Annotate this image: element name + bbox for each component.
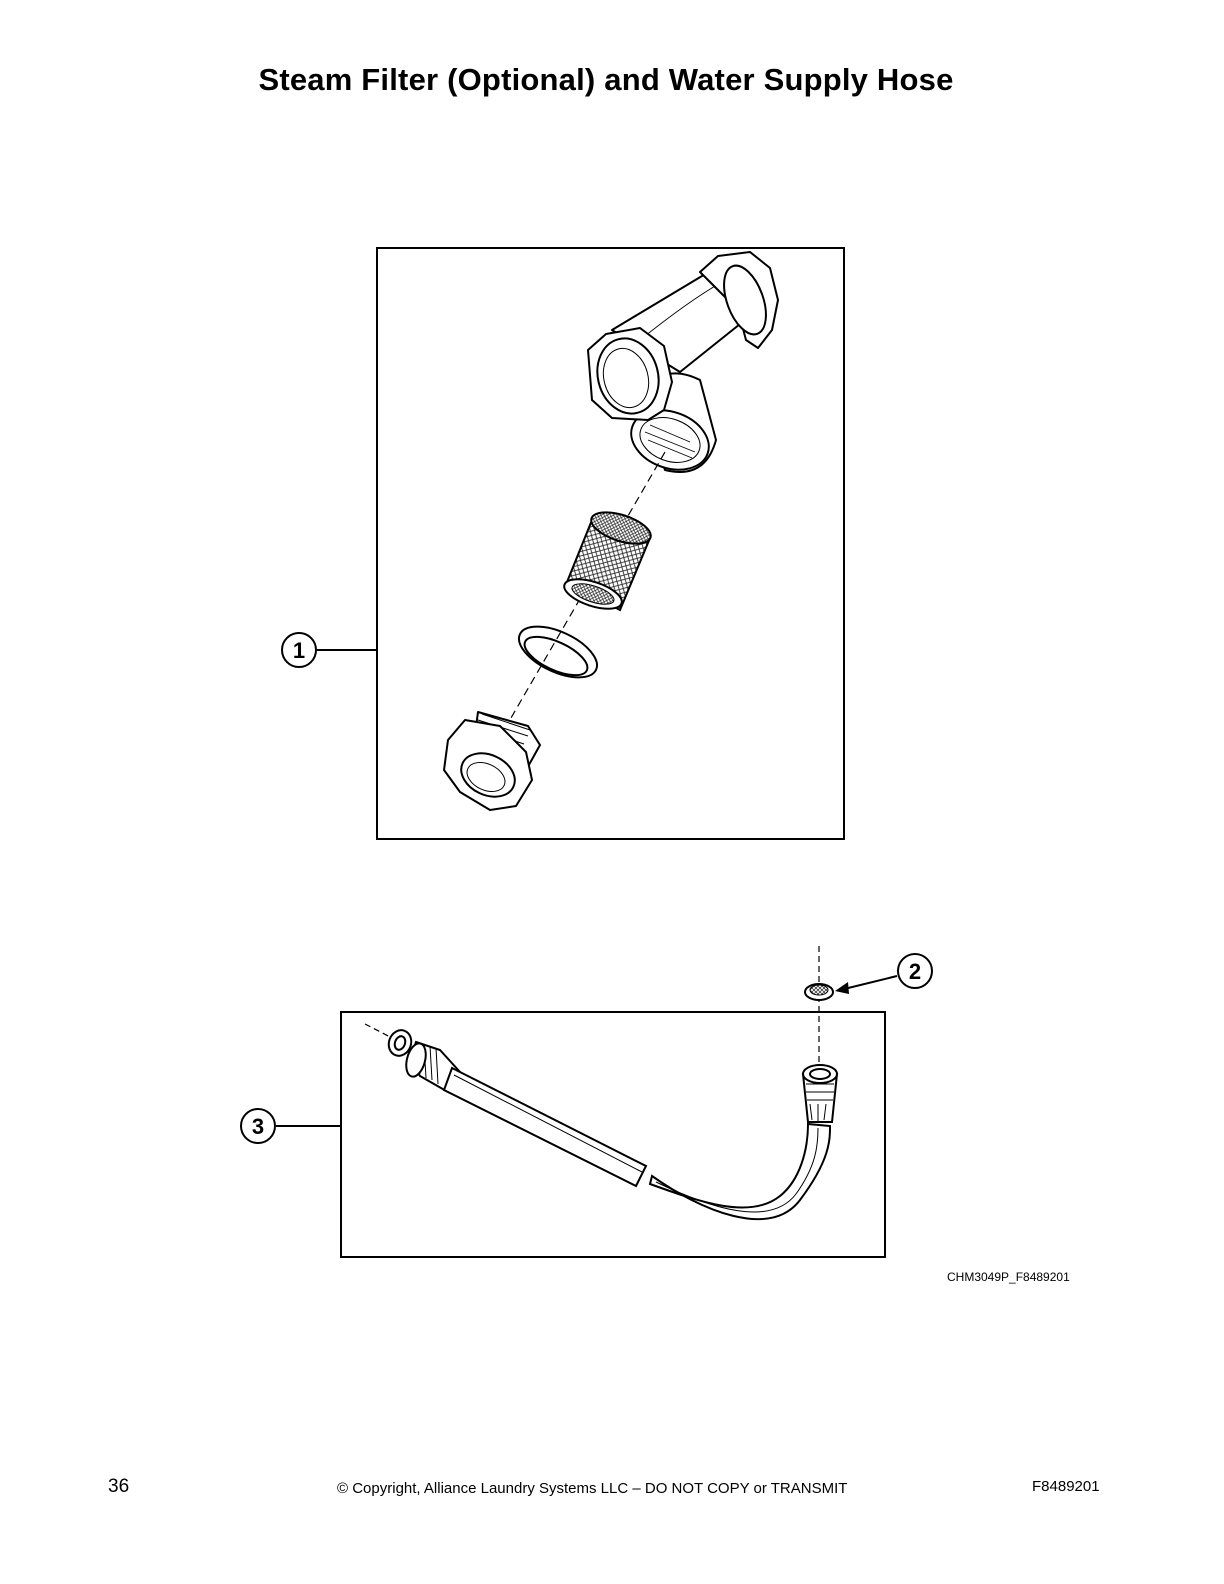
copyright-notice: © Copyright, Alliance Laundry Systems LL… [337,1480,848,1497]
assembly-centerline [481,451,666,769]
document-number: F8489201 [1032,1478,1100,1495]
callout-3: 3 [240,1108,341,1144]
figure-id: CHM3049P_F8489201 [947,1270,1070,1284]
page-number: 36 [108,1476,130,1497]
callout-1-label: 1 [293,638,305,663]
callout-1: 1 [281,632,377,668]
callout-3-label: 3 [252,1114,264,1139]
hose-frame [340,1011,886,1258]
callout-2-label: 2 [909,959,921,984]
filter-screen [563,511,652,612]
hex-plug [443,711,541,811]
page-title: Steam Filter (Optional) and Water Supply… [258,62,954,97]
screen-washer [804,983,834,1001]
steam-filter-frame [376,247,845,840]
callout-2: 2 [835,953,933,994]
hose-washer [387,1029,413,1057]
hose-left-centerline [364,1023,397,1041]
strainer-body [587,251,779,473]
gasket-ring [518,625,598,679]
hose-tube [442,1066,832,1221]
hose-right-coupling [801,1064,839,1123]
